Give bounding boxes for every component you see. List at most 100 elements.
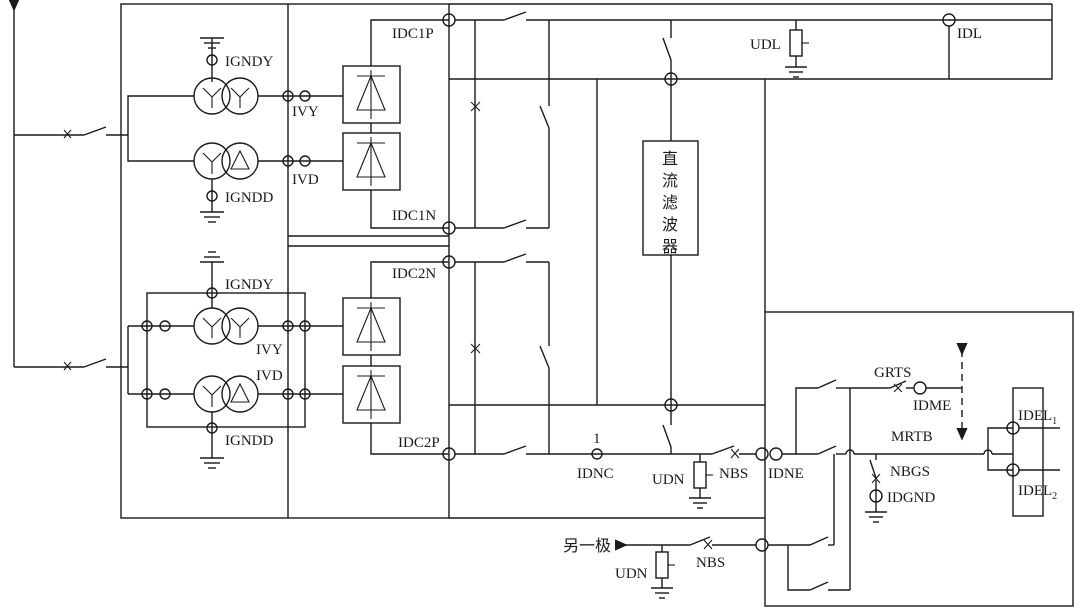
neutral-bus-disconnector[interactable] bbox=[503, 445, 527, 455]
ct-primary-YD-b bbox=[159, 388, 171, 400]
label-IDEL2: IDEL2 bbox=[1018, 483, 1057, 502]
dc-switchyard: IDC1P IDC1N IDC2N IDC2P UDL IDL bbox=[392, 11, 1052, 509]
label-num-1: 1 bbox=[593, 431, 601, 447]
ct-IVY-bottom-a bbox=[282, 320, 294, 332]
mid-bus-2-disconnector[interactable] bbox=[503, 253, 527, 263]
other-pole-connection: 另一极 NBS UDN bbox=[563, 454, 850, 599]
upper-transformer-group: IGNDY IVY IVD IGNDD bbox=[193, 37, 343, 223]
filter-char-1: 直 bbox=[662, 149, 678, 168]
label-IDC1P: IDC1P bbox=[392, 26, 434, 42]
nbgs-switch[interactable] bbox=[869, 459, 877, 479]
other-pole-nbs-breaker[interactable] bbox=[689, 536, 711, 546]
delta-icon bbox=[230, 149, 250, 170]
label-UDL: UDL bbox=[750, 37, 781, 53]
transformer-YY-bottom-secondary bbox=[221, 307, 259, 345]
ct-IDNE-b bbox=[769, 447, 783, 461]
label-IDNC: IDNC bbox=[577, 466, 614, 482]
wye-icon bbox=[202, 317, 222, 338]
ct-filter-bottom bbox=[664, 398, 678, 412]
neutral-bus-frame bbox=[764, 311, 1074, 607]
label-IGNDD-top: IGNDD bbox=[225, 190, 273, 206]
label-IVD-bottom: IVD bbox=[256, 368, 283, 384]
ct-IDNE-a bbox=[755, 447, 769, 461]
filter-char-2: 流 bbox=[662, 171, 678, 190]
transformer-YD-top-secondary bbox=[221, 142, 259, 180]
ct-IGNDD-top bbox=[206, 190, 218, 202]
wye-icon bbox=[202, 87, 222, 108]
mrtb-bypass-switch[interactable] bbox=[809, 536, 829, 546]
label-IVY-bottom: IVY bbox=[256, 342, 283, 358]
transformer-YY-top-secondary bbox=[221, 77, 259, 115]
dc-line-frame bbox=[449, 4, 1053, 80]
ct-IVD-bottom-b bbox=[299, 388, 311, 400]
label-IGNDY-top: IGNDY bbox=[225, 54, 273, 70]
lower-transformer-frame bbox=[146, 292, 306, 428]
filter-char-5: 器 bbox=[662, 237, 678, 256]
neutral-area: GRTS IDME MRTB NBGS IDGND IDEL1 IDEL2 bbox=[782, 343, 1060, 590]
label-other-pole: 另一极 bbox=[563, 536, 611, 555]
voltage-divider-UDL bbox=[789, 29, 803, 57]
nbs-breaker[interactable] bbox=[711, 445, 735, 455]
label-IDME: IDME bbox=[913, 398, 951, 414]
ct-primary-YY-b bbox=[159, 320, 171, 332]
ct-IVD-top-a bbox=[282, 155, 294, 167]
filter-char-4: 波 bbox=[662, 215, 678, 234]
transformer-YY-bottom-primary bbox=[193, 307, 231, 345]
bypass-switch-1[interactable] bbox=[539, 105, 550, 129]
transformer-YY-top-primary bbox=[193, 77, 231, 115]
ct-IVD-top-b bbox=[299, 155, 311, 167]
wye-icon bbox=[230, 317, 250, 338]
label-IDC2N: IDC2N bbox=[392, 266, 436, 282]
ac-feeder-1-split bbox=[127, 95, 194, 162]
transformer-YD-bottom-secondary bbox=[221, 375, 259, 413]
delta-icon bbox=[230, 382, 250, 403]
ct-primary-YY-a bbox=[141, 320, 153, 332]
ct-IDME bbox=[913, 381, 927, 395]
wye-icon bbox=[202, 152, 222, 174]
ct-IDGND bbox=[869, 489, 883, 503]
lower-valve-group bbox=[288, 245, 449, 455]
bypass-switch-2[interactable] bbox=[539, 345, 550, 369]
filter-char-3: 滤 bbox=[662, 193, 678, 212]
label-IDGND: IDGND bbox=[887, 490, 935, 506]
label-NBGS: NBGS bbox=[890, 464, 930, 480]
grts-bypass-switch[interactable] bbox=[809, 581, 829, 591]
grts-switch[interactable] bbox=[889, 380, 907, 389]
ac-breaker-2[interactable] bbox=[83, 358, 107, 368]
label-MRTB: MRTB bbox=[891, 429, 933, 445]
pole-earth-switch[interactable] bbox=[662, 37, 672, 61]
mrtb-side-switch[interactable] bbox=[817, 445, 837, 455]
pole-bus-disconnector[interactable] bbox=[503, 11, 527, 21]
grts-side-switch[interactable] bbox=[817, 379, 837, 389]
label-UDN: UDN bbox=[652, 472, 685, 488]
converter-area-frame bbox=[120, 3, 450, 519]
label-NBS-bottom: NBS bbox=[696, 555, 725, 571]
label-IDC1N: IDC1N bbox=[392, 208, 436, 224]
ct-IDNC bbox=[591, 448, 603, 460]
lower-transformer-group: IGNDY IVY IVD IGNDD bbox=[128, 251, 343, 469]
ac-breaker-1[interactable] bbox=[83, 126, 107, 136]
ct-other-pole bbox=[755, 538, 769, 552]
ct-IVY-bottom-b bbox=[299, 320, 311, 332]
label-IDNE: IDNE bbox=[768, 466, 804, 482]
ct-primary-YD-a bbox=[141, 388, 153, 400]
label-IVY-top: IVY bbox=[292, 104, 319, 120]
electrode-line-box bbox=[1012, 387, 1044, 517]
ct-IVY-top-b bbox=[299, 90, 311, 102]
label-UDN-bottom: UDN bbox=[615, 566, 648, 582]
label-IDL: IDL bbox=[957, 26, 982, 42]
ct-IGNDD-bottom bbox=[206, 422, 218, 434]
ct-IVY-top-a bbox=[282, 90, 294, 102]
voltage-divider-UDN-bottom bbox=[655, 551, 669, 579]
mid-bus-1-disconnector[interactable] bbox=[503, 219, 527, 229]
neutral-earth-switch[interactable] bbox=[662, 424, 672, 448]
wye-icon bbox=[230, 87, 250, 108]
ct-IVD-bottom-a bbox=[282, 388, 294, 400]
ac-system bbox=[8, 0, 194, 394]
label-IDC2P: IDC2P bbox=[398, 435, 440, 451]
voltage-divider-UDN bbox=[693, 461, 707, 489]
ct-IGNDY-top bbox=[206, 54, 218, 66]
upper-valve-group bbox=[288, 19, 449, 237]
label-IGNDY-bottom: IGNDY bbox=[225, 277, 273, 293]
